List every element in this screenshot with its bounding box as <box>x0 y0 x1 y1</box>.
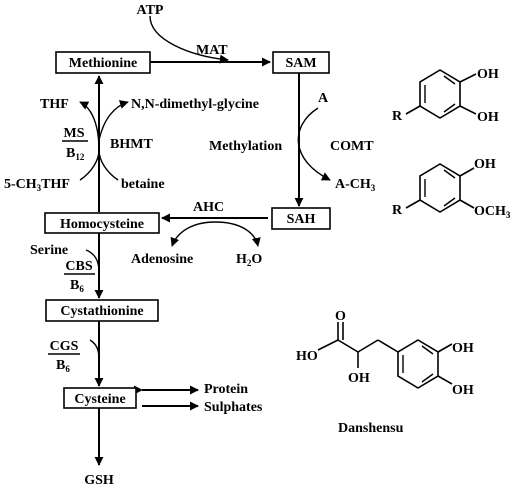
danshensu-oh-bond <box>437 375 453 385</box>
danshensu-ho: HO <box>296 349 318 364</box>
cystathionine-label: Cystathionine <box>60 304 143 319</box>
danshensu-ring <box>397 339 439 389</box>
methionine-label: Methionine <box>69 56 137 71</box>
sam-box <box>272 51 330 74</box>
catechol-oh-bottom: OH <box>477 110 499 125</box>
comt-label: COMT <box>330 139 374 154</box>
catechol-ring <box>419 69 461 119</box>
cgs-cofactor-label: B6 <box>56 358 70 374</box>
homocysteine-label: Homocysteine <box>60 217 144 232</box>
homocysteine-box <box>44 212 160 234</box>
cbs-label: CBS <box>65 259 92 274</box>
cgs-label: CGS <box>50 339 79 354</box>
thf-curve <box>79 101 100 151</box>
ms-label: MS <box>64 126 85 141</box>
danshensu-o: O <box>335 309 346 324</box>
dmg-curve <box>98 100 129 141</box>
catechol-structure: OH OH R <box>392 67 499 125</box>
danshensu-bond <box>337 339 359 353</box>
b12-label: B12 <box>66 146 85 162</box>
cystathionine-box <box>45 299 159 322</box>
danshensu-oh-alpha: OH <box>348 371 370 386</box>
guaiacol-r: R <box>392 203 403 218</box>
catechol-double-bond <box>443 103 456 113</box>
methylation-label: Methylation <box>209 139 282 154</box>
guaiacol-och3-bond <box>459 199 475 209</box>
thf-label: THF <box>40 97 69 112</box>
danshensu-bond <box>317 339 339 351</box>
ahc-curve-left <box>170 221 216 247</box>
ahc-curve-right <box>214 221 261 247</box>
danshensu-double-bond <box>421 345 434 355</box>
atp-label: ATP <box>137 3 164 18</box>
danshensu-bond <box>377 339 399 353</box>
catechol-double-bond <box>443 75 456 85</box>
methyl-thf-label: 5-CH3THF <box>4 177 70 193</box>
sah-box <box>271 207 331 230</box>
guaiacol-oh-bond <box>459 167 475 177</box>
cgs-curve <box>89 339 100 361</box>
sah-label: SAH <box>287 212 316 227</box>
danshensu-oh-bottom: OH <box>452 383 474 398</box>
a-ch3-label: A-CH3 <box>335 177 376 193</box>
catechol-oh-bond <box>459 73 477 83</box>
bhmt-label: BHMT <box>110 137 153 152</box>
catechol-oh-bond <box>459 105 477 115</box>
catechol-r: R <box>392 109 403 124</box>
sulphates-label: Sulphates <box>204 400 263 415</box>
danshensu-name: Danshensu <box>338 421 404 436</box>
serine-curve <box>85 249 100 273</box>
betaine-curve <box>98 149 119 181</box>
methionine-box <box>55 51 151 74</box>
guaiacol-ring <box>419 163 461 213</box>
guaiacol-och3: OCH3 <box>474 204 511 220</box>
danshensu-double-bond <box>421 373 434 383</box>
catechol-r-bond <box>405 105 421 115</box>
gsh-label: GSH <box>84 473 114 488</box>
guaiacol-double-bond <box>443 197 456 207</box>
methylation-curve <box>297 107 331 181</box>
dimethylglycine-label: N,N-dimethyl-glycine <box>131 97 259 112</box>
danshensu-structure: HO O OH OH OH Danshensu <box>296 309 474 436</box>
guaiacol-structure: OH OCH3 R <box>392 157 511 220</box>
ahc-label: AHC <box>193 200 224 215</box>
catechol-oh-top: OH <box>477 67 499 82</box>
cbs-cofactor-label: B6 <box>70 278 84 294</box>
danshensu-oh-bond <box>437 343 453 353</box>
cysteine-label: Cysteine <box>74 392 125 407</box>
guaiacol-r-bond <box>405 199 421 209</box>
betaine-label: betaine <box>121 177 165 192</box>
protein-label: Protein <box>204 382 248 397</box>
cysteine-box <box>63 387 137 409</box>
atp-curve <box>149 15 229 64</box>
danshensu-bond <box>357 339 379 353</box>
serine-label: Serine <box>30 243 68 258</box>
a-label: A <box>318 91 329 106</box>
water-label: H2O <box>236 252 262 268</box>
guaiacol-oh-top: OH <box>474 157 496 172</box>
mat-label: MAT <box>196 43 228 58</box>
danshensu-oh-top: OH <box>452 341 474 356</box>
sam-label: SAM <box>285 56 316 71</box>
adenosine-label: Adenosine <box>131 252 193 267</box>
guaiacol-double-bond <box>443 169 456 179</box>
